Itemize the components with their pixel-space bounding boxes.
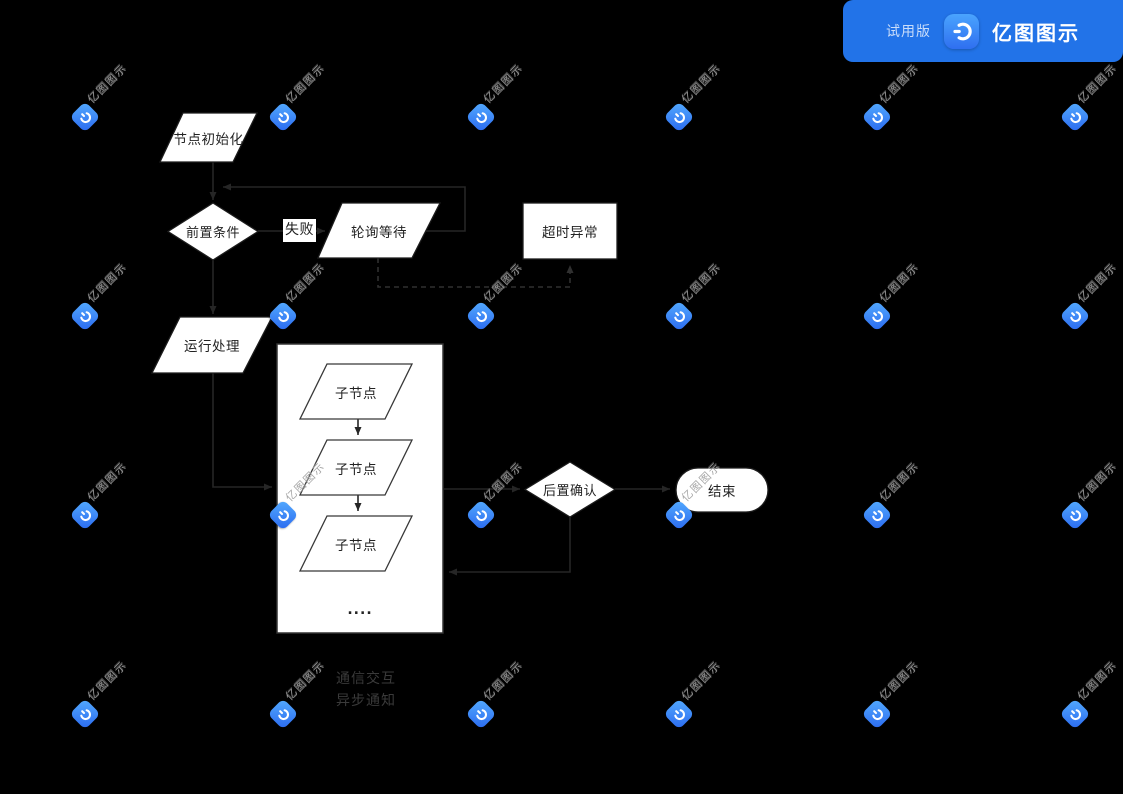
edge-async-pollwait-to-timeout — [377, 258, 574, 288]
node-child1-shape — [298, 363, 414, 420]
node-end-shape — [675, 467, 769, 513]
edge-pollwait-loop-back — [223, 183, 466, 232]
brand-name: 亿图图示 — [992, 20, 1080, 45]
node-timeout-shape — [522, 202, 618, 260]
edge-postconfirm-loop-to-container — [449, 517, 571, 576]
edraw-logo-icon — [944, 13, 979, 49]
node-child2-shape — [298, 439, 414, 496]
node-child3-shape — [298, 515, 414, 572]
node-init-shape — [158, 112, 259, 163]
edge-run-to-container — [212, 373, 272, 491]
node-run-shape — [150, 316, 274, 374]
node-postconfirm-shape — [523, 461, 617, 518]
node-pollwait-shape — [317, 202, 442, 259]
node-precondition-shape — [166, 202, 260, 261]
trial-badge[interactable]: 试用版 亿图图示 — [843, 0, 1123, 62]
trial-version-label: 试用版 — [886, 24, 931, 40]
